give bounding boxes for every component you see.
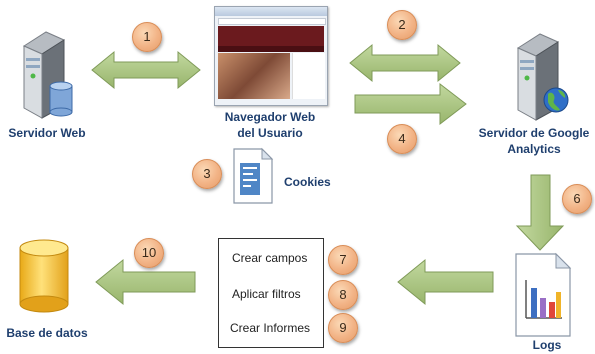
ga-server-label-line2: Analytics [507,142,561,156]
cookies-label: Cookies [284,175,331,189]
step-badge-1: 1 [132,22,162,52]
step-badge-9: 9 [328,313,358,343]
step-badge-6: 6 [562,184,592,214]
step-crear-campos: Crear campos [232,251,308,265]
logs-label: Logs [532,338,562,352]
chart-document-icon [515,252,572,337]
database-label: Base de datos [6,326,88,340]
step-badge-3: 3 [192,159,222,189]
process-box [218,238,324,348]
arrow-browser-ga-top [349,43,461,83]
step-badge-10: 10 [134,238,164,268]
browser-label-line1: Navegador Web [224,110,316,124]
browser-screenshot-icon [214,6,328,106]
step-badge-2: 2 [387,10,417,40]
step-aplicar-filtros: Aplicar filtros [232,287,301,301]
arrow-logs-process [397,258,494,306]
document-icon [233,147,274,204]
arrow-ga-logs [515,174,565,251]
web-server-label: Servidor Web [8,126,86,140]
step-badge-7: 7 [328,245,358,275]
ga-server-label-line1: Servidor de Google [478,126,590,140]
step-badge-8: 8 [328,280,358,310]
server-globe-icon [516,33,569,121]
arrow-browser-ga-bottom [354,82,467,126]
step-badge-4: 4 [387,124,417,154]
server-database-icon [22,31,73,119]
arrow-process-database [95,258,196,306]
browser-label-line2: del Usuario [237,126,303,140]
database-cylinder-icon [19,239,69,313]
step-crear-informes: Crear Informes [230,321,311,335]
